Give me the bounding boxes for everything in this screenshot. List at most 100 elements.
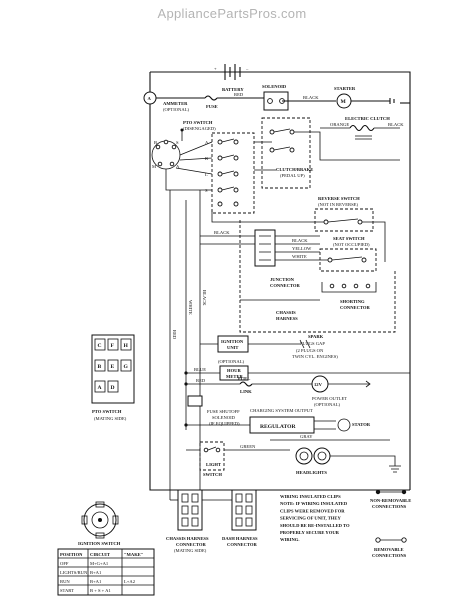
- battery-label: BATTERY: [222, 87, 244, 92]
- fuel-label: FUEL: [238, 376, 250, 381]
- pto-grid-cell: [107, 359, 119, 372]
- chassis-conn-1: CHASSIS HARNESS: [166, 536, 209, 541]
- chassis-harness-connector: CHASSIS HARNESS CONNECTOR (MATING SIDE): [166, 489, 209, 553]
- pto-mating-side: (MATING SIDE): [94, 416, 127, 421]
- clutch-brake-switch: CLUTCH/BRAKE (PEDAL UP): [254, 117, 400, 189]
- note-line: SHOULD BE RE-INSTALLED TO: [280, 523, 350, 528]
- wire-label-black-j2: BLACK: [292, 238, 308, 243]
- wire-label-orange: ORANGE: [330, 122, 349, 127]
- svg-text:–: –: [245, 66, 249, 71]
- pto-grid-cell: [120, 338, 132, 351]
- connections-label-2: CONNECTIONS: [372, 553, 407, 558]
- ignition-table-cell: RUN: [60, 579, 70, 584]
- pto-grid-letter: F: [111, 343, 115, 349]
- regulator: REGULATOR STATOR GRAY: [184, 416, 390, 441]
- link-label: LINK: [240, 389, 252, 394]
- ammeter-a: A: [148, 96, 152, 101]
- battery: + – BATTERY: [214, 64, 249, 92]
- fuse-shutoff-solenoid: FUSE SHUTOFF SOLENOID (IF EQUIPPED) CHAR…: [187, 395, 313, 426]
- clutch-brake-label: CLUTCH/BRAKE: [276, 167, 313, 172]
- pto-grid-cell: [94, 359, 106, 372]
- ignition-unit-label: IGNITION: [221, 339, 244, 344]
- wire-label-black-j1: BLACK: [214, 230, 230, 235]
- ignition-table-cell: OFF: [60, 561, 69, 566]
- fuse-label: FUSE: [206, 104, 218, 109]
- wire-label-blue-hm: BLUE: [194, 367, 206, 372]
- starter: M STARTER: [334, 86, 395, 109]
- junction-connector-label: CONNECTOR: [270, 283, 300, 288]
- ignition-table-header: "MAKE": [124, 552, 144, 557]
- pto-grid-cell: [120, 359, 132, 372]
- hour-label: HOUR: [227, 368, 241, 373]
- wire-label-red-vertical: RED: [172, 330, 177, 340]
- ignition-switch-face: IGNITION SWITCH: [78, 501, 121, 546]
- seat-switch-label: SEAT SWITCH: [333, 236, 365, 241]
- dash-harness-connector: DASH HARNESS CONNECTOR: [222, 489, 258, 547]
- ignition-table-header: CIRCUIT: [90, 552, 110, 557]
- meter-label: METER: [226, 374, 244, 379]
- spark-label: SPARK: [308, 334, 324, 339]
- pto-grid-letter: D: [111, 385, 115, 391]
- note-line: CLIPS WERE REMOVED FOR: [280, 508, 345, 513]
- pto-grid-cell: [94, 380, 106, 393]
- removable-label: REMOVABLE: [374, 547, 404, 552]
- hour-meter: (OPTIONAL) HOUR METER BLUE: [184, 359, 410, 381]
- headlights-label: HEADLIGHTS: [296, 470, 327, 475]
- connection-legend: NON-REMOVABLE CONNECTIONS REMOVABLE CONN…: [370, 489, 411, 558]
- fuse-shutoff-label: FUSE SHUTOFF: [207, 409, 240, 414]
- ign-a: A: [176, 164, 180, 169]
- ignition-table-cell: B+A1: [90, 570, 102, 575]
- ignition-unit: IGNITION UNIT SPARK PLUGS GAP (2 PLUGS O…: [200, 334, 338, 359]
- electric-clutch: ELECTRIC CLUTCH ORANGE BLACK: [320, 116, 404, 140]
- non-removable-label: NON-REMOVABLE: [370, 498, 411, 503]
- connections-label-1: CONNECTIONS: [372, 504, 407, 509]
- stator-label: STATOR: [352, 422, 371, 427]
- power-outlet-label: POWER OUTLET: [312, 396, 347, 401]
- pto-grid-letter: E: [111, 364, 115, 370]
- ign-s: S: [176, 140, 179, 145]
- solenoid-if-label: SOLENOID: [212, 415, 236, 420]
- starter-m-label: M: [341, 99, 347, 105]
- ignition-table-cell: START: [60, 588, 74, 593]
- reverse-switch-label: REVERSE SWITCH: [318, 196, 360, 201]
- ignition-table-cell: L+A2: [124, 579, 136, 584]
- chassis-conn-2: CONNECTOR: [176, 542, 206, 547]
- wire-label-red-fuse: RED: [234, 92, 244, 97]
- note-line: WIRING.: [280, 537, 300, 542]
- pto-grid-letter: B: [98, 364, 102, 370]
- pto-grid-letter: C: [98, 343, 102, 349]
- ignition-switch-schematic: B S A M: [151, 128, 213, 191]
- twin-cyl-label: TWIN CYL. ENGINES): [292, 354, 338, 359]
- wire-label-white-vertical: WHITE: [188, 300, 193, 315]
- pto-grid-cell: [107, 338, 119, 351]
- ignition-table-cell: M+G+A1: [90, 561, 109, 566]
- chassis-harness-region: CHASSIS HARNESS: [239, 220, 396, 333]
- ignition-table-header: POSITION: [60, 552, 83, 557]
- regulator-label: REGULATOR: [260, 424, 296, 430]
- fuel-link: FUEL LINK RED: [184, 376, 312, 394]
- dash-conn-1: DASH HARNESS: [222, 536, 258, 541]
- ammeter-optional: (OPTIONAL): [163, 107, 189, 112]
- watermark: AppliancePartsPros.com: [157, 6, 307, 21]
- note-line: WIRING INSULATED CLIPS: [280, 494, 341, 499]
- ign-m: M: [152, 164, 156, 169]
- v12-label: 12V: [314, 382, 323, 387]
- ignition-table-cell: LIGHTS/RUN: [60, 570, 88, 575]
- seat-switch: SEAT SWITCH (NOT OCCUPIED): [319, 236, 377, 272]
- pto-switch-title: PTO SWITCH: [92, 409, 122, 414]
- solenoid: SOLENOID BLACK: [262, 84, 336, 111]
- pedal-up-label: (PEDAL UP): [280, 173, 305, 178]
- pto-l: L: [205, 172, 208, 177]
- pto-grid-letter: G: [124, 364, 129, 370]
- two-plugs-label: (2 PLUGS ON: [296, 348, 324, 353]
- pto-s: S: [205, 188, 208, 193]
- power-outlet-optional: (OPTIONAL): [314, 402, 340, 407]
- chassis-conn-3: (MATING SIDE): [174, 548, 207, 553]
- harness-label: HARNESS: [276, 316, 298, 321]
- hour-meter-optional: (OPTIONAL): [218, 359, 244, 364]
- shorting-connector: SHORTING CONNECTOR: [321, 282, 377, 310]
- ign-b: B: [154, 140, 157, 145]
